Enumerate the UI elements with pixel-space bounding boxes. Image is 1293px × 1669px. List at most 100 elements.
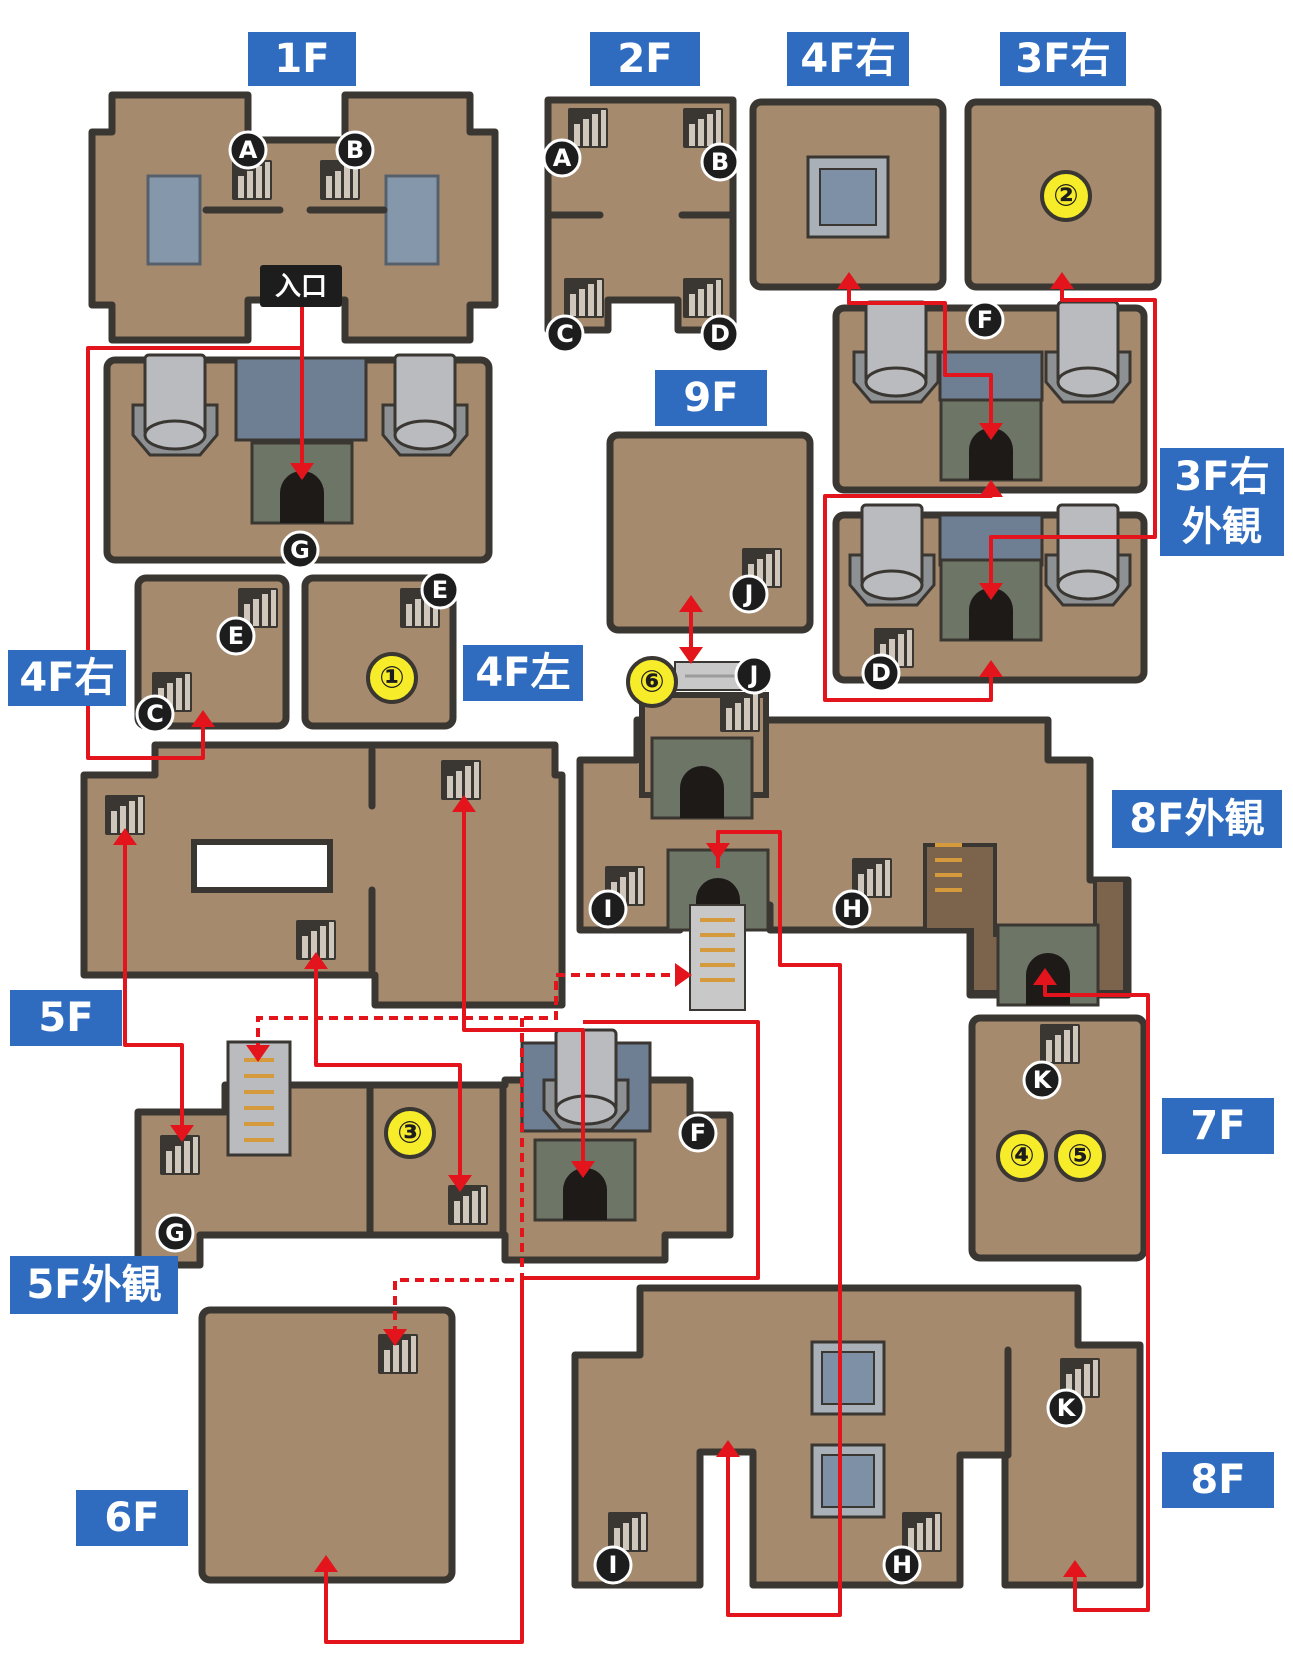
marker-d: D	[700, 314, 740, 354]
route-8f-right	[1043, 978, 1150, 1612]
3f-ext-top-pillar-right	[1044, 300, 1132, 404]
floor-label-4f-left: 4F左	[463, 645, 583, 701]
marker-c: C	[135, 694, 175, 734]
floor-label-9f: 9F	[655, 370, 767, 426]
stairs-icon	[568, 108, 608, 148]
svg-text:A: A	[553, 144, 572, 172]
marker-h: H	[882, 1545, 922, 1585]
floor-label-8f: 8F	[1162, 1452, 1274, 1508]
stairs-icon	[564, 278, 604, 318]
label-3f-right-line2: 外観	[1182, 504, 1262, 550]
svg-text:H: H	[842, 895, 862, 923]
svg-text:①: ①	[379, 661, 404, 696]
svg-text:④: ④	[1009, 1139, 1034, 1174]
svg-text:J: J	[748, 661, 759, 689]
8f-ext-ladder-small	[935, 843, 962, 892]
svg-text:B: B	[711, 148, 729, 176]
room-1f	[88, 91, 499, 344]
floor-label-3f-right: 3F右	[1000, 32, 1126, 86]
floor-label-1f: 1F	[248, 32, 356, 86]
svg-text:C: C	[146, 700, 164, 728]
svg-text:I: I	[609, 1551, 618, 1579]
marker-f: F	[965, 300, 1005, 340]
point-5: ⑤	[1054, 1130, 1106, 1182]
marker-g: G	[280, 530, 320, 570]
marker-f: F	[678, 1113, 718, 1153]
marker-e: E	[420, 570, 460, 610]
svg-text:3F右: 3F右	[1015, 36, 1110, 82]
stairs-icon	[902, 1512, 942, 1552]
route-5f-mid	[314, 958, 462, 1185]
svg-text:8F: 8F	[1190, 1457, 1245, 1503]
room-7f	[968, 1014, 1148, 1262]
floor-label-5f: 5F	[10, 990, 122, 1046]
svg-text:7F: 7F	[1190, 1103, 1245, 1149]
floor-label-4f-right-top: 4F右	[787, 32, 909, 86]
3f-ext-bot-pillar-left	[848, 503, 936, 607]
3f-ext-bot-pillar-right	[1044, 503, 1132, 607]
svg-text:G: G	[290, 536, 310, 564]
floor-label-6f: 6F	[76, 1490, 188, 1546]
route-8f-ext	[716, 830, 842, 1617]
8f-ext-gate-upper	[650, 736, 754, 820]
routes	[86, 280, 1157, 1644]
point-3: ③	[384, 1107, 436, 1159]
svg-text:⑤: ⑤	[1067, 1139, 1092, 1174]
svg-text:5F: 5F	[38, 995, 93, 1041]
stairs-icon	[160, 1135, 200, 1175]
floor-label-7f: 7F	[1162, 1098, 1274, 1154]
point-2: ②	[1040, 170, 1092, 222]
4f-right-sq-in	[819, 168, 877, 226]
marker-k: K	[1046, 1388, 1086, 1428]
svg-text:K: K	[1033, 1066, 1053, 1094]
point-6: ⑥	[626, 656, 678, 708]
8f-ext-ladder-bottom	[689, 904, 746, 1011]
route-1f-loop	[86, 346, 302, 760]
floor-label-2f: 2F	[590, 32, 700, 86]
svg-text:4F右: 4F右	[19, 655, 114, 701]
route-5f-right	[462, 800, 585, 1170]
5f-ext-pillar	[542, 1028, 630, 1132]
marker-j: J	[729, 574, 769, 614]
stairs-icon	[1040, 1024, 1080, 1064]
stairs-icon	[683, 278, 723, 318]
svg-text:H: H	[892, 1551, 912, 1579]
svg-text:3F右: 3F右	[1174, 454, 1269, 500]
svg-text:外観: 外観	[1182, 504, 1262, 550]
svg-text:5F外観: 5F外観	[26, 1262, 161, 1308]
marker-i: I	[588, 889, 628, 929]
1f-ext-pillar-left	[131, 353, 219, 457]
svg-text:D: D	[871, 659, 891, 687]
marker-b: B	[335, 130, 375, 170]
svg-text:E: E	[432, 576, 448, 604]
svg-text:E: E	[228, 622, 244, 650]
marker-b: B	[700, 142, 740, 182]
svg-text:4F左: 4F左	[475, 650, 570, 696]
marker-d: D	[861, 653, 901, 693]
route-3f-right	[989, 280, 1157, 590]
1f-ext-pillar-right	[381, 353, 469, 457]
marker-g: G	[155, 1213, 195, 1253]
svg-text:A: A	[239, 136, 258, 164]
svg-text:D: D	[710, 320, 730, 348]
svg-text:1F: 1F	[274, 36, 329, 82]
svg-text:B: B	[346, 136, 364, 164]
svg-text:2F: 2F	[617, 36, 672, 82]
floor-label-5f-exterior: 5F外観	[10, 1256, 178, 1314]
label-3f-right-line1: 3F右	[1174, 454, 1269, 500]
route-3f-ext	[847, 280, 993, 430]
point-4: ④	[996, 1130, 1048, 1182]
8f-sq1-in	[821, 1351, 875, 1405]
entrance-text: 入口	[275, 272, 327, 302]
3f-ext-top-pillar-left	[852, 300, 940, 404]
svg-text:C: C	[556, 320, 574, 348]
svg-text:I: I	[604, 895, 613, 923]
svg-text:6F: 6F	[104, 1495, 159, 1541]
svg-text:9F: 9F	[683, 375, 738, 421]
marker-i: I	[593, 1545, 633, 1585]
room-8f	[571, 1284, 1144, 1589]
svg-text:②: ②	[1053, 179, 1078, 214]
room-9f	[606, 431, 814, 634]
8f-sq2-in	[821, 1454, 875, 1508]
